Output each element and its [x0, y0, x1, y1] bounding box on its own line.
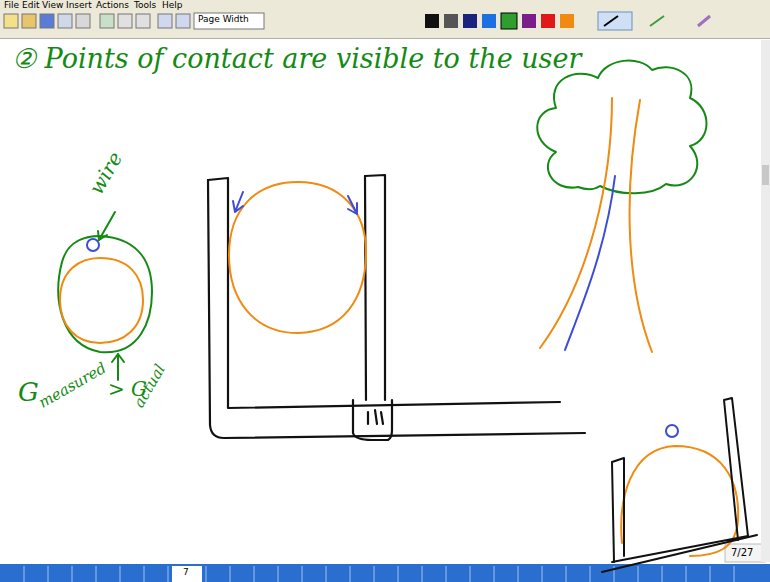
- menu-item: File: [4, 1, 19, 11]
- menu-item: View: [42, 1, 63, 11]
- menu-item: Actions: [96, 1, 129, 11]
- handwritten-label: wire: [85, 148, 127, 198]
- page-indicator: 7: [183, 568, 189, 578]
- menu-item: Insert: [66, 1, 92, 11]
- zoom-setting: Page Width: [198, 15, 249, 25]
- taskbar: [0, 564, 770, 582]
- handwritten-label: G: [18, 378, 39, 407]
- handwritten-label: measured: [36, 360, 109, 412]
- handwritten-heading: ② Points of contact are visible to the u…: [12, 44, 581, 74]
- menu-item: Edit: [22, 1, 39, 11]
- menu-item: Tools: [134, 1, 156, 11]
- page-number: 7/27: [731, 547, 753, 558]
- menu-item: Help: [162, 1, 183, 11]
